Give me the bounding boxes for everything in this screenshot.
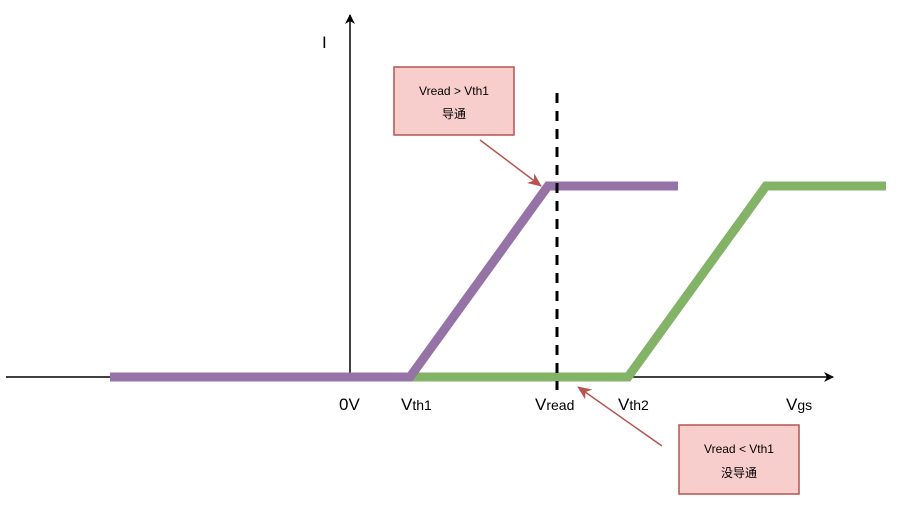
curve-vth1-purple — [110, 181, 678, 382]
y-axis-label: I — [322, 33, 327, 52]
svg-text:Vread > Vth1: Vread > Vth1 — [419, 84, 489, 98]
origin-label: 0V — [339, 395, 360, 414]
x-axis-label: Vgs — [786, 395, 812, 414]
callout-arrow-conducting — [479, 139, 542, 187]
svg-text:导通: 导通 — [442, 107, 466, 121]
curve-vth2-green — [410, 181, 886, 382]
svg-text:Vread < Vth1: Vread < Vth1 — [704, 442, 774, 456]
svg-text:没导通: 没导通 — [721, 465, 757, 480]
callout-not-conducting: Vread < Vth1 没导通 — [678, 424, 800, 495]
tick-vth1: Vth1 — [401, 395, 432, 414]
tick-vth2: Vth2 — [618, 395, 649, 414]
tick-vread: Vread — [535, 395, 574, 414]
callout-conducting: Vread > Vth1 导通 — [393, 66, 515, 136]
callout-arrow-not-conducting — [577, 386, 663, 447]
